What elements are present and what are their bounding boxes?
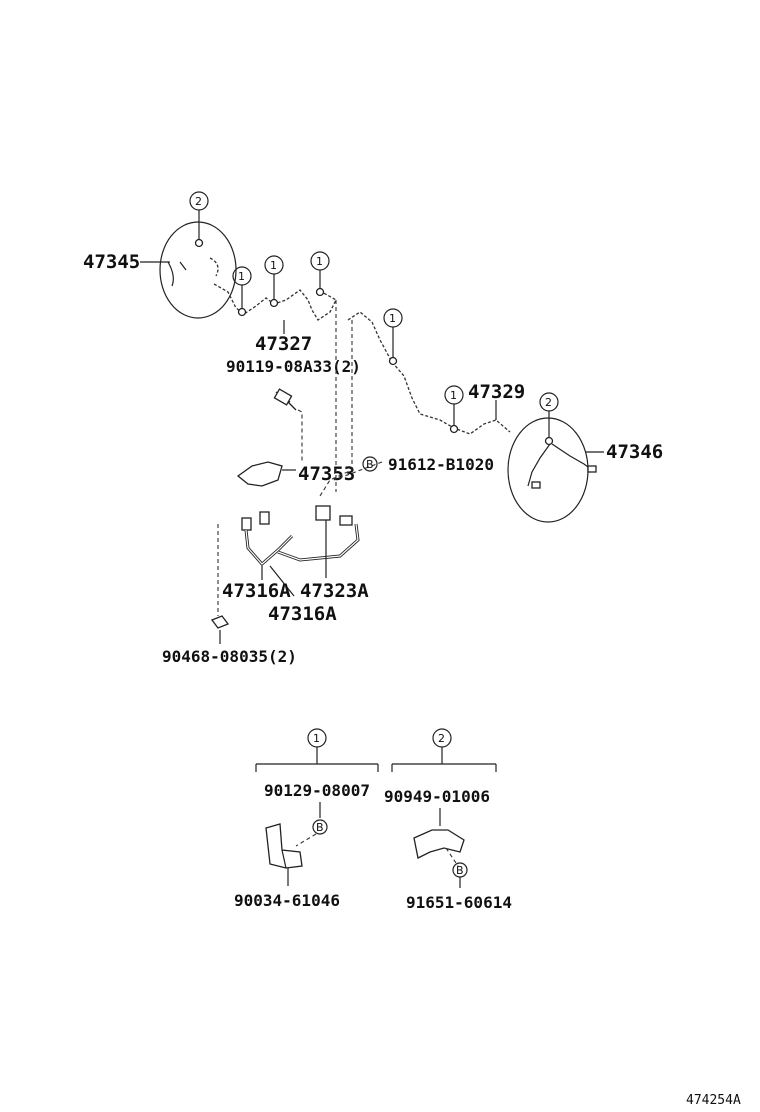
hose-fitting-c (339, 515, 353, 526)
callout-b-legend-2-text: B (456, 864, 464, 877)
dash-legend-2 (445, 847, 459, 867)
dash-tube-b (319, 320, 353, 497)
left-plate-detail (167, 261, 187, 287)
clamp-fold (281, 849, 287, 869)
right-backing-plate (507, 417, 589, 523)
clip-point (388, 356, 398, 366)
part-number-47316a-1: 47316A (222, 580, 291, 602)
part-number-90119: 90119-08A33(2) (226, 357, 361, 376)
callout-b-legend-1 (312, 819, 328, 835)
hose-fitting-b (259, 511, 270, 525)
clamp-91651 (413, 829, 465, 859)
clip-point (237, 307, 247, 317)
callout-2-left-text: 2 (195, 195, 202, 208)
clip-point (269, 298, 279, 308)
part-number-47329: 47329 (468, 381, 525, 403)
right-fitting-a (531, 481, 541, 489)
clamp-90034 (265, 823, 303, 869)
callout-2-right-text: 2 (545, 396, 552, 409)
flex-hose-47316a-left (244, 529, 294, 567)
callout-1-b-text: 1 (270, 259, 277, 272)
hose-inner (277, 523, 359, 561)
callout-1-e-text: 1 (450, 389, 457, 402)
dash-legend-1 (295, 833, 317, 847)
part-number-90129: 90129-08007 (264, 781, 370, 800)
part-number-47323a: 47323A (300, 580, 369, 602)
bolt-head (273, 388, 293, 406)
part-number-90034: 90034-61046 (234, 891, 340, 910)
callout-b-center (362, 456, 378, 472)
clip-90468 (210, 615, 230, 629)
clip-point (544, 436, 554, 446)
callout-1-c-text: 1 (316, 255, 323, 268)
clip-point (449, 424, 459, 434)
legend-callout-1-text: 1 (313, 732, 320, 745)
right-fitting-b (587, 465, 597, 473)
dash-bolt (297, 409, 303, 462)
flex-hose-47316a-right (277, 523, 360, 562)
part-number-47345: 47345 (83, 251, 140, 273)
dash-b-bolt (333, 461, 383, 481)
callout-1-a-text: 1 (238, 270, 245, 283)
part-number-91651: 91651-60614 (406, 893, 512, 912)
clip-point (194, 238, 204, 248)
part-number-47353: 47353 (298, 463, 355, 485)
figure-id: 474254A (686, 1093, 741, 1108)
bracket-47353 (236, 461, 283, 487)
union-fitting (315, 505, 331, 521)
hose-inner (245, 529, 293, 565)
part-number-90949: 90949-01006 (384, 787, 490, 806)
brake-tube-47329 (347, 311, 511, 435)
left-plate-tube (209, 257, 219, 277)
clip-point (315, 287, 325, 297)
right-plate-tube (527, 443, 593, 487)
part-number-91612: 91612-B1020 (388, 455, 494, 474)
legend-callout-2-text: 2 (438, 732, 445, 745)
part-number-90468: 90468-08035(2) (162, 647, 297, 666)
callout-b-center-text: B (366, 458, 374, 471)
callout-1-d-text: 1 (389, 312, 396, 325)
part-number-47316a-2: 47316A (268, 603, 337, 625)
part-number-47346: 47346 (606, 441, 663, 463)
leader-47316a-2 (269, 565, 295, 597)
hose-fitting-a (241, 517, 252, 531)
callout-b-legend-1-text: B (316, 821, 324, 834)
part-number-47327: 47327 (255, 333, 312, 355)
